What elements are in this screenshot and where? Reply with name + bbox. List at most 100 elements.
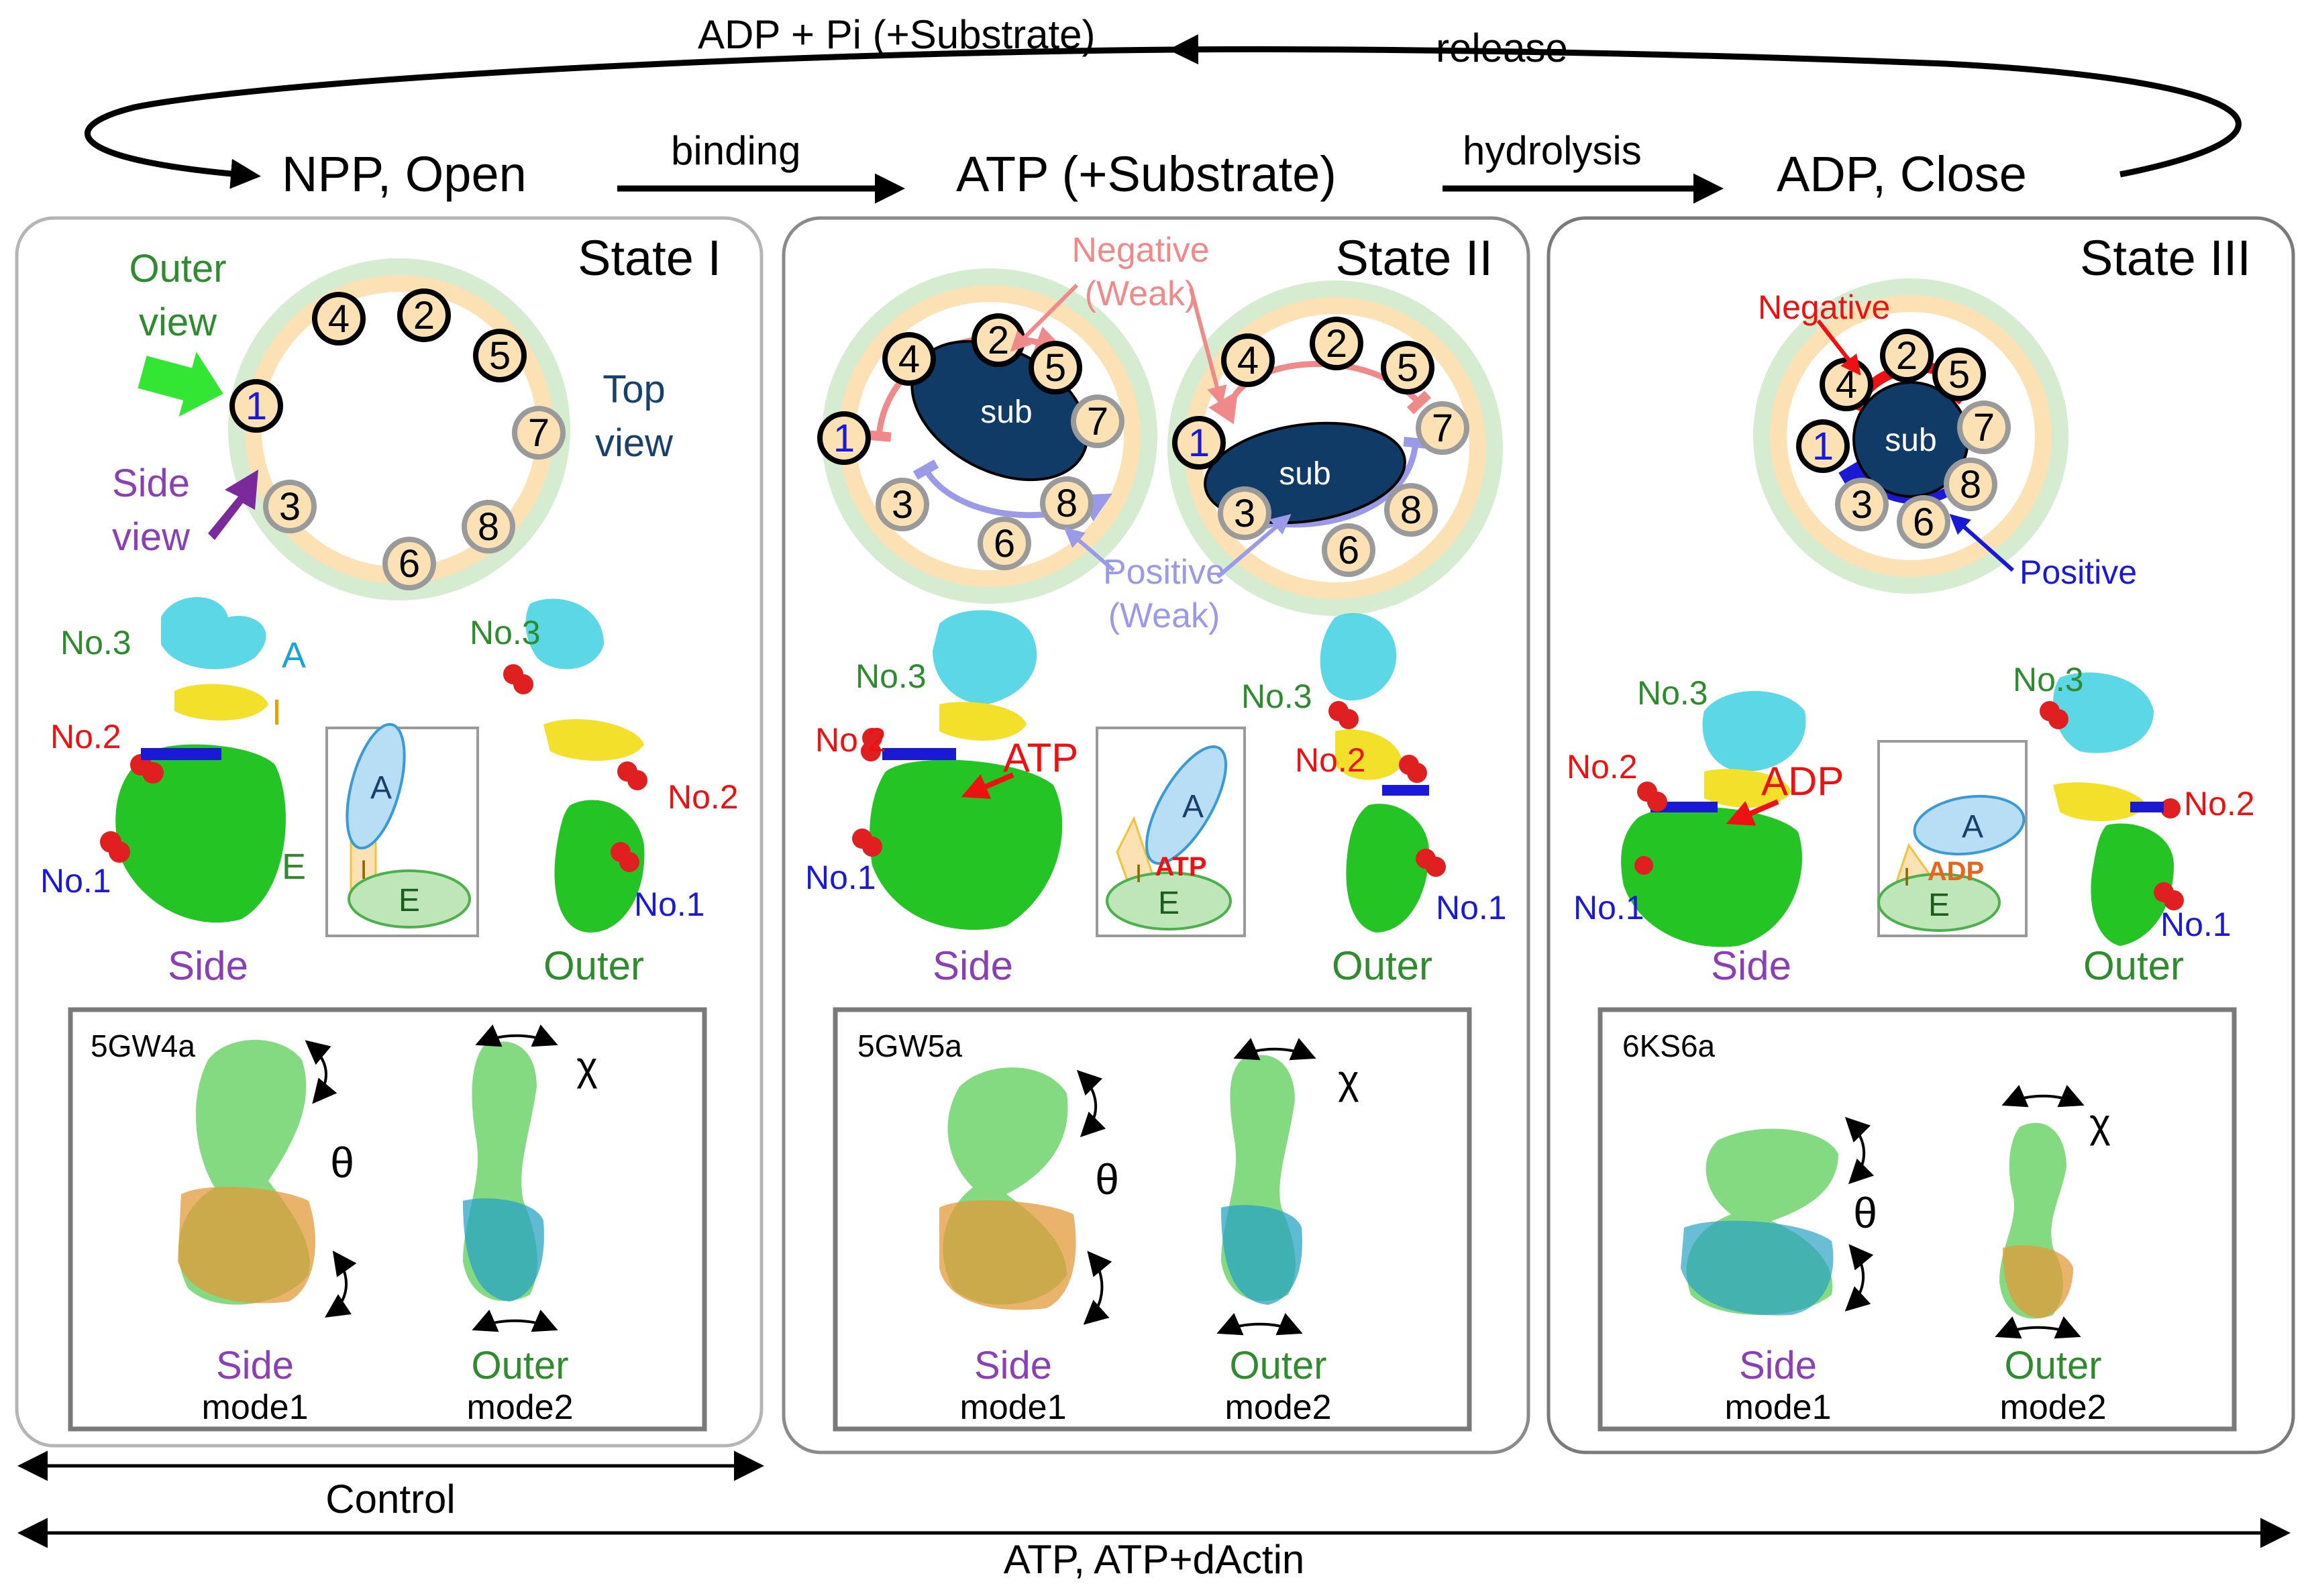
domain-e-letter: E xyxy=(1158,886,1180,921)
atp-pointer xyxy=(961,772,1014,799)
panel-state-2: State II sub 2 4 5 1 7 3 8 6 xyxy=(782,216,1530,1454)
no3-label: No.3 xyxy=(1241,678,1312,715)
protomer-label: 1 xyxy=(1188,421,1210,465)
protomer-label: 1 xyxy=(246,384,267,428)
protomer-label: 5 xyxy=(1948,353,1970,396)
protomer-label: 5 xyxy=(1397,346,1418,390)
substrate-label: sub xyxy=(980,394,1032,430)
protomer-label: 4 xyxy=(328,297,350,341)
mode2-label: mode2 xyxy=(1225,1388,1332,1427)
mode2-view: Outer xyxy=(1229,1344,1326,1387)
top-view-label: view xyxy=(595,421,674,465)
mode2-label: mode2 xyxy=(467,1388,574,1427)
pdb-id: 5GW5a xyxy=(857,1028,962,1063)
positive-pointer xyxy=(1949,514,2014,572)
outer-label: Outer xyxy=(1332,943,1432,988)
side-view-label: Side xyxy=(112,462,190,505)
mode2-view: Outer xyxy=(2004,1344,2101,1387)
no2-label: No.2 xyxy=(50,718,121,755)
protomer-label: 2 xyxy=(1326,322,1347,366)
state1-name: NPP, Open xyxy=(282,146,527,202)
release-product-label: ADP + Pi (+Substrate) xyxy=(698,12,1096,57)
protomer-markers-right: 2 4 5 1 7 3 8 6 xyxy=(1172,317,1469,577)
chi-symbol: χ xyxy=(1338,1057,1359,1102)
pdb-id: 5GW4a xyxy=(91,1028,195,1063)
outer-view-label: view xyxy=(139,301,217,344)
no1-label: No.1 xyxy=(1573,889,1644,926)
release-loop-arrow xyxy=(1168,34,2242,178)
panel-title: State II xyxy=(1336,230,1493,286)
domain-e-label: E xyxy=(282,847,306,887)
domain-schematic: A I E xyxy=(325,723,479,937)
mode1-view: Side xyxy=(974,1344,1052,1387)
protomer-markers-left: 2 4 5 1 7 3 8 6 xyxy=(817,313,1124,570)
atp-label: ATP, ATP+dActin xyxy=(1004,1537,1305,1582)
mode1-label: mode1 xyxy=(202,1388,309,1427)
adp-pointer xyxy=(1726,799,1779,826)
protomer-label: 5 xyxy=(489,334,511,378)
no1-label: No.1 xyxy=(2160,906,2232,943)
positive-pointer xyxy=(1216,514,1292,579)
domain-i-letter: I xyxy=(360,855,367,885)
mode1-view: Side xyxy=(216,1344,294,1387)
panel-frame xyxy=(782,216,1530,1454)
domain-i-letter: I xyxy=(1903,863,1911,892)
side-structure xyxy=(100,597,286,923)
panel-state-3: State III sub 2 4 5 1 7 8 3 6 xyxy=(1547,216,2295,1454)
domain-schematic: A I E ATP xyxy=(1096,727,1246,937)
outer-structure xyxy=(503,598,647,933)
protomer-label: 3 xyxy=(279,485,301,529)
no2-label: No.2 xyxy=(1295,741,1366,779)
mode1-view: Side xyxy=(1739,1344,1817,1387)
domain-a-label: A xyxy=(282,635,306,676)
protomer-label: 7 xyxy=(528,411,549,455)
protomer-label: 4 xyxy=(1237,339,1259,382)
substrate-label: sub xyxy=(1885,423,1936,458)
outer-view-label: Outer xyxy=(129,247,226,290)
protomer-label: 6 xyxy=(994,522,1015,566)
protomer-label: 2 xyxy=(413,294,435,337)
protomer-label: 4 xyxy=(898,337,920,381)
release-label: release xyxy=(1436,25,1568,70)
pdb-id: 6KS6a xyxy=(1622,1028,1716,1063)
control-label: Control xyxy=(325,1477,455,1522)
chi-symbol: χ xyxy=(576,1044,598,1089)
outer-structure xyxy=(2040,672,2184,946)
outer-structure xyxy=(1320,613,1446,933)
protomer-label: 6 xyxy=(399,542,420,586)
no1-label: No.1 xyxy=(634,886,705,923)
positive-label: Positive xyxy=(2020,553,2137,591)
protomer-label: 5 xyxy=(1045,346,1066,390)
panel-title: State I xyxy=(578,230,721,286)
side-label: Side xyxy=(933,943,1013,988)
negative-label: Negative xyxy=(1758,288,1890,326)
mode2-label: mode2 xyxy=(2000,1388,2107,1427)
protomer-label: 3 xyxy=(1851,483,1873,527)
condition-ranges: Control ATP, ATP+dActin xyxy=(17,1450,2291,1582)
domain-schematic: A I E ADP xyxy=(1877,740,2028,937)
positive-weak-label: Positive xyxy=(1103,553,1225,592)
domain-e-letter: E xyxy=(399,883,420,918)
reaction-cycle: ADP + Pi (+Substrate) release NPP, Open … xyxy=(84,12,2242,204)
domain-i-letter: I xyxy=(1135,860,1143,888)
protomer-label: 8 xyxy=(1056,482,1078,525)
side-label: Side xyxy=(168,943,248,988)
normal-mode-box: 6KS6a θ χ Side mode1 Outer mode2 xyxy=(1597,1007,2237,1432)
atp-label: ATP xyxy=(1003,735,1078,780)
protomer-label: 1 xyxy=(1812,425,1834,468)
protomer-label: 8 xyxy=(1400,488,1422,532)
protomer-label: 7 xyxy=(1432,407,1453,450)
protomer-label: 6 xyxy=(1913,500,1934,544)
domain-a-letter: A xyxy=(1182,789,1204,824)
protomer-label: 2 xyxy=(1896,334,1918,378)
side-structure xyxy=(1621,691,1806,947)
adp-label: ADP xyxy=(1761,759,1844,804)
domain-e-letter: E xyxy=(1928,888,1950,923)
theta-symbol: θ xyxy=(330,1138,354,1187)
no3-label: No.3 xyxy=(855,657,927,695)
mode2-view: Outer xyxy=(471,1344,568,1387)
no1-label: No.1 xyxy=(805,859,876,896)
normal-mode-box: 5GW5a θ χ Side mode1 Outer mode2 xyxy=(833,1007,1472,1432)
side-label: Side xyxy=(1711,943,1791,988)
negative-pointer xyxy=(1189,288,1227,407)
